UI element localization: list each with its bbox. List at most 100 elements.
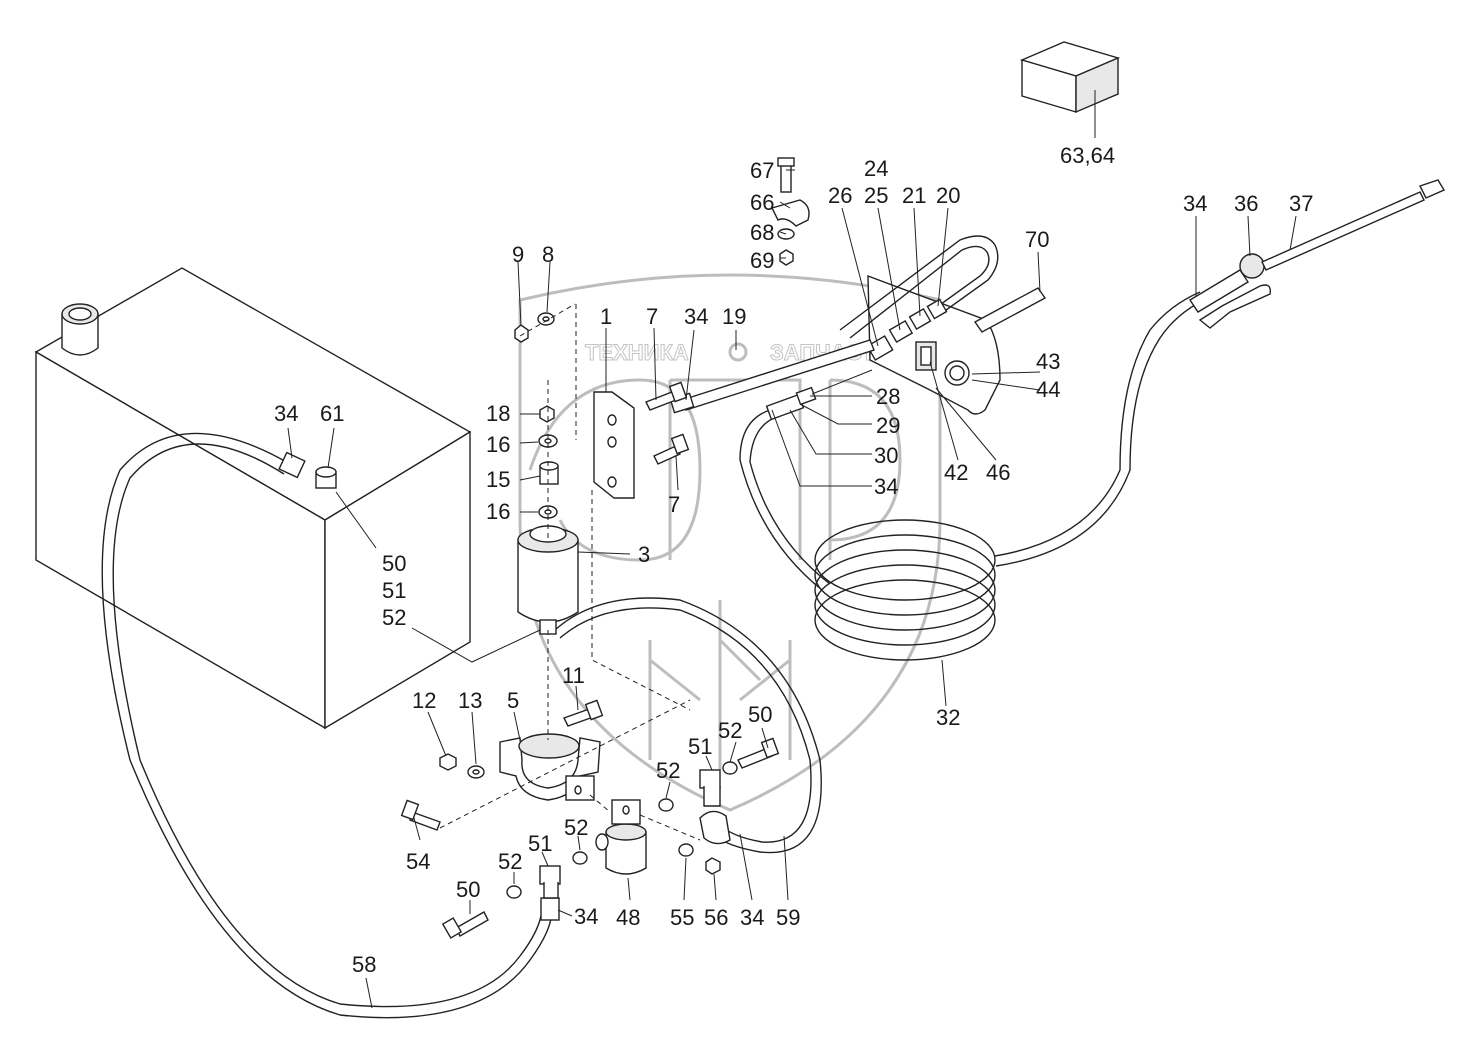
washer-55 bbox=[678, 843, 694, 857]
callout-52-mid: 52 bbox=[656, 758, 680, 783]
bolt-7b bbox=[653, 445, 681, 465]
fasteners-left bbox=[514, 312, 690, 519]
callout-34-tank: 34 bbox=[274, 401, 298, 426]
callout-69: 69 bbox=[750, 248, 774, 273]
fuel-tank bbox=[34, 267, 472, 730]
assembly-lines bbox=[439, 303, 701, 841]
elbow-group-left bbox=[441, 851, 588, 939]
washer-52b bbox=[722, 761, 738, 775]
valve-36 bbox=[1239, 253, 1265, 279]
callout-46: 46 bbox=[986, 460, 1010, 485]
nut-56 bbox=[705, 857, 721, 875]
callout-29: 29 bbox=[876, 413, 900, 438]
callout-28: 28 bbox=[876, 384, 900, 409]
callout-59: 59 bbox=[776, 905, 800, 930]
callout-48: 48 bbox=[616, 905, 640, 930]
callout-58: 58 bbox=[352, 952, 376, 977]
callout-20: 20 bbox=[936, 183, 960, 208]
callout-55: 55 bbox=[670, 905, 694, 930]
tank-fitting-61 bbox=[315, 466, 337, 489]
callout-50-right: 50 bbox=[748, 702, 772, 727]
callout-24: 24 bbox=[864, 156, 888, 181]
callout-36: 36 bbox=[1234, 191, 1258, 216]
callout-52-left: 52 bbox=[498, 849, 522, 874]
callout-32: 32 bbox=[936, 705, 960, 730]
callout-67: 67 bbox=[750, 158, 774, 183]
callout-61: 61 bbox=[320, 401, 344, 426]
callout-37: 37 bbox=[1289, 191, 1313, 216]
callout-19: 19 bbox=[722, 304, 746, 329]
callout-9: 9 bbox=[512, 242, 524, 267]
clamp-66 bbox=[770, 199, 810, 227]
separator-48 bbox=[595, 798, 721, 875]
lance-37 bbox=[1261, 191, 1425, 271]
callout-18: 18 bbox=[486, 401, 510, 426]
callout-7-bottom: 7 bbox=[668, 492, 680, 517]
callout-52-right: 52 bbox=[718, 718, 742, 743]
fitting-28-29-30 bbox=[765, 369, 873, 421]
hose-58 bbox=[101, 432, 553, 1019]
callout-43: 43 bbox=[1036, 349, 1060, 374]
banjo-51c bbox=[539, 865, 561, 885]
washer-52d bbox=[572, 851, 588, 865]
callout-1: 1 bbox=[600, 304, 612, 329]
washer-52c bbox=[658, 798, 674, 812]
callout-30: 30 bbox=[874, 443, 898, 468]
package-63-64 bbox=[1019, 41, 1121, 114]
nut-9 bbox=[514, 324, 529, 343]
callout-42: 42 bbox=[944, 460, 968, 485]
rod-70 bbox=[973, 287, 1047, 333]
watermark-left-word: ТЕХНИКА bbox=[585, 340, 689, 365]
callout-labels: 63,64 67 66 68 69 24 26 25 21 20 70 34 3… bbox=[274, 143, 1313, 977]
callout-34-bottom: 34 bbox=[740, 905, 764, 930]
tank-filler-neck bbox=[61, 303, 99, 356]
callout-34-fitting: 34 bbox=[874, 474, 898, 499]
leader-lines bbox=[287, 90, 1297, 1009]
washer-52e bbox=[506, 885, 522, 899]
callout-8: 8 bbox=[542, 242, 554, 267]
callout-12: 12 bbox=[412, 688, 436, 713]
bracket-plate-1 bbox=[593, 391, 635, 499]
connector-25 bbox=[888, 319, 914, 344]
callout-68: 68 bbox=[750, 220, 774, 245]
filter-3 bbox=[517, 525, 579, 635]
callout-50-tank: 50 bbox=[382, 551, 406, 576]
callout-51-right: 51 bbox=[688, 734, 712, 759]
callout-7-top: 7 bbox=[646, 304, 658, 329]
callout-63-64: 63,64 bbox=[1060, 143, 1115, 168]
callout-34-pipe: 34 bbox=[684, 304, 708, 329]
hose-end-34 bbox=[540, 897, 560, 921]
nut-18 bbox=[539, 405, 555, 423]
callout-66: 66 bbox=[750, 190, 774, 215]
gear-icon bbox=[728, 342, 748, 362]
callout-51-tank: 51 bbox=[382, 578, 406, 603]
gun-grip-34 bbox=[1189, 269, 1249, 313]
callout-56: 56 bbox=[704, 905, 728, 930]
callout-3: 3 bbox=[638, 542, 650, 567]
callout-54: 54 bbox=[406, 849, 430, 874]
callout-21: 21 bbox=[902, 183, 926, 208]
nut-12 bbox=[439, 753, 457, 771]
mount-5 bbox=[499, 733, 601, 801]
hose-59 bbox=[554, 597, 822, 854]
hoses bbox=[101, 291, 1205, 1019]
callout-51-left: 51 bbox=[528, 831, 552, 856]
hose-clamp-34 bbox=[278, 451, 306, 479]
callout-52-left-upper: 52 bbox=[564, 815, 588, 840]
callout-25: 25 bbox=[864, 183, 888, 208]
washer-bracket bbox=[839, 235, 1047, 415]
clamp-66-69 bbox=[770, 157, 810, 266]
callout-16-top: 16 bbox=[486, 432, 510, 457]
callout-26: 26 bbox=[828, 183, 852, 208]
connector-20 bbox=[926, 298, 948, 320]
callout-34-left: 34 bbox=[574, 904, 598, 929]
callout-5: 5 bbox=[507, 688, 519, 713]
callout-70: 70 bbox=[1025, 227, 1049, 252]
callout-44: 44 bbox=[1036, 377, 1060, 402]
nut-69 bbox=[779, 249, 794, 266]
banjo-51b bbox=[699, 769, 721, 789]
spray-gun bbox=[1189, 179, 1446, 329]
callout-13: 13 bbox=[458, 688, 482, 713]
hose-end-34b bbox=[699, 810, 731, 845]
